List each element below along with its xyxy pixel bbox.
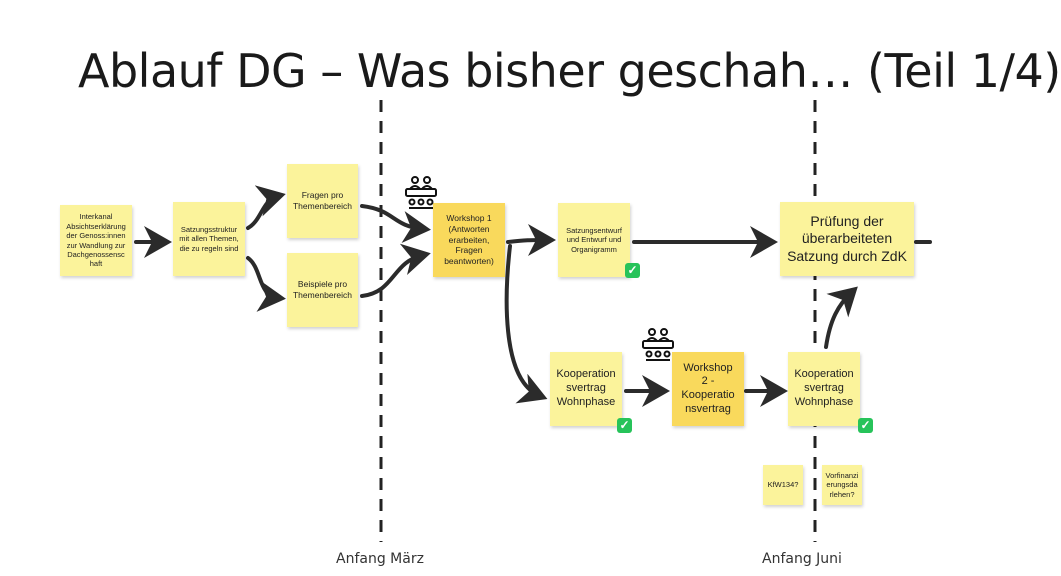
arrow-satzung-fragen <box>246 185 286 230</box>
note-fragen-text: Fragen pro Themenbereich <box>292 190 353 211</box>
checkmark-icon: ✓ <box>858 418 873 433</box>
note-workshop2-text: Workshop 2 - Kooperatio nsvertrag <box>681 361 735 415</box>
note-vorfinanz[interactable]: Vorfinanzi erungsda rlehen? <box>822 465 862 505</box>
note-beispiele-text: Beispiele pro Themenbereich <box>292 279 353 300</box>
note-workshop1-text: Workshop 1 (Antworten erarbeiten, Fragen… <box>444 213 494 266</box>
note-kfw-text: KfW134? <box>767 480 799 490</box>
page-title: Ablauf DG – Was bisher geschah… (Teil 1/… <box>78 44 1061 98</box>
checkmark-icon: ✓ <box>617 418 632 433</box>
arrow-kooperation2-pruefung <box>824 286 858 349</box>
note-workshop1[interactable]: Workshop 1 (Antworten erarbeiten, Fragen… <box>433 203 505 277</box>
note-pruefung[interactable]: Prüfung der überarbeiteten Satzung durch… <box>780 202 914 276</box>
timeline-label-june: Anfang Juni <box>762 551 842 567</box>
note-workshop2[interactable]: Workshop 2 - Kooperatio nsvertrag <box>672 352 744 426</box>
note-kooperation1[interactable]: Kooperation svertrag Wohnphase <box>550 352 622 426</box>
note-kfw[interactable]: KfW134? <box>763 465 803 505</box>
note-satzungsentwurf-text: Satzungsentwurf und Entwurf und Organigr… <box>566 225 622 254</box>
meeting-table-icon <box>405 176 437 209</box>
note-beispiele[interactable]: Beispiele pro Themenbereich <box>287 253 358 327</box>
arrow-satzung-beispiele <box>246 256 286 312</box>
note-vorfinanz-text: Vorfinanzi erungsda rlehen? <box>825 470 859 499</box>
note-kooperation2[interactable]: Kooperation svertrag Wohnphase <box>788 352 860 426</box>
checkmark-icon: ✓ <box>625 263 640 278</box>
arrow-beispiele-workshop1 <box>360 243 431 298</box>
arrow-workshop1-kooperation <box>504 244 548 404</box>
note-satzungsstruktur[interactable]: Satzungsstruktur mit allen Themen, die z… <box>173 202 245 276</box>
note-fragen[interactable]: Fragen pro Themenbereich <box>287 164 358 238</box>
arrow-fragen-workshop1 <box>360 204 431 243</box>
timeline-label-march: Anfang März <box>336 551 424 567</box>
meeting-table-icon <box>642 328 674 361</box>
note-kooperation2-text: Kooperation svertrag Wohnphase <box>794 368 854 408</box>
note-pruefung-text: Prüfung der überarbeiteten Satzung durch… <box>787 212 907 264</box>
note-interkanal-text: Interkanal Absichtserklärung der Genoss:… <box>66 212 126 269</box>
note-kooperation1-text: Kooperation svertrag Wohnphase <box>556 368 616 408</box>
note-satzungsentwurf[interactable]: Satzungsentwurf und Entwurf und Organigr… <box>558 203 630 277</box>
note-interkanal[interactable]: Interkanal Absichtserklärung der Genoss:… <box>60 205 132 276</box>
note-satzungsstruktur-text: Satzungsstruktur mit allen Themen, die z… <box>179 224 239 253</box>
connector-layer <box>134 100 932 542</box>
arrow-workshop1-satzungsentwurf <box>506 224 556 257</box>
